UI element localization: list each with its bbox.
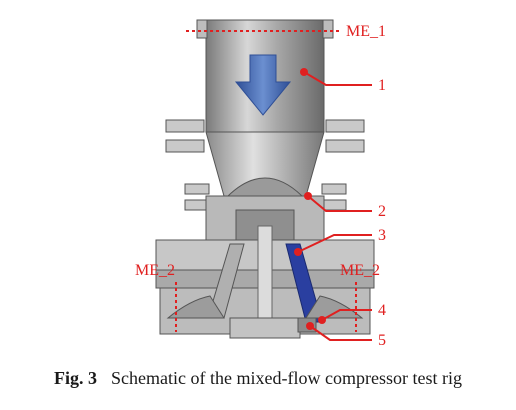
me2-right-label: ME_2 xyxy=(340,262,380,279)
me1-label: ME_1 xyxy=(346,23,386,40)
callout-1-label: 1 xyxy=(378,77,386,94)
callout-4-label: 4 xyxy=(378,302,386,319)
callout-5-label: 5 xyxy=(378,332,386,349)
callout-3-label: 3 xyxy=(378,227,386,244)
figure-caption-text: Schematic of the mixed-flow compressor t… xyxy=(111,368,462,388)
callout-2-label: 2 xyxy=(378,203,386,220)
figure-number: Fig. 3 xyxy=(54,368,98,388)
flange-bolts xyxy=(165,119,365,211)
figure-caption: Fig. 3 Schematic of the mixed-flow compre… xyxy=(0,368,516,389)
callout-markers xyxy=(294,68,326,330)
me2-left-label: ME_2 xyxy=(135,262,175,279)
callout-leaders xyxy=(297,71,372,341)
flow-arrow-icon xyxy=(234,54,292,116)
inlet-bellmouth xyxy=(226,177,304,197)
